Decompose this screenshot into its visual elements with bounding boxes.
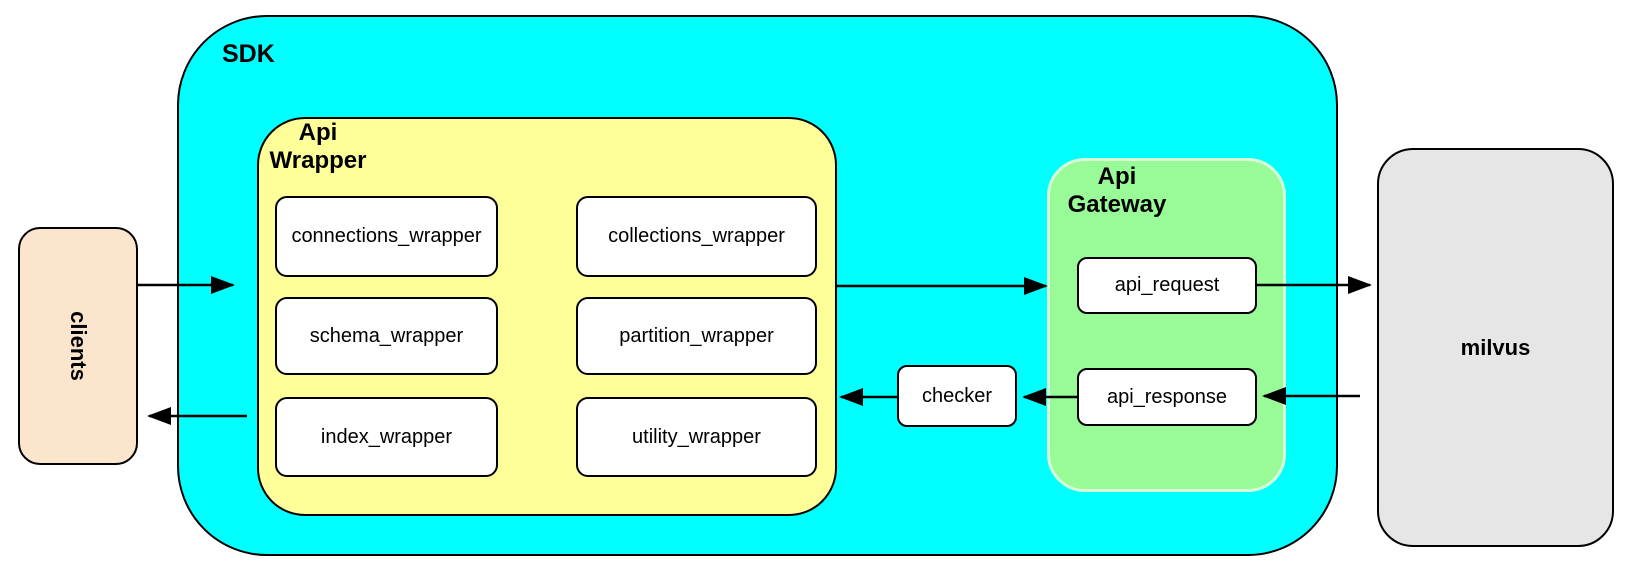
wrapper-box-index: index_wrapper [275, 397, 498, 477]
wrapper-box-utility: utility_wrapper [576, 397, 817, 477]
api-gateway-container [1047, 158, 1286, 492]
wrapper-box-collections: collections_wrapper [576, 196, 817, 277]
clients-node: clients [18, 227, 138, 465]
api-gateway-label: Api Gateway [1067, 163, 1167, 218]
checker-node: checker [897, 365, 1017, 427]
milvus-node: milvus [1377, 148, 1614, 547]
wrapper-box-schema: schema_wrapper [275, 297, 498, 375]
wrapper-box-connections: connections_wrapper [275, 196, 498, 277]
clients-label: clients [65, 311, 91, 381]
api-wrapper-label: Api Wrapper [269, 119, 367, 174]
api-request-node: api_request [1077, 257, 1257, 314]
api-response-node: api_response [1077, 368, 1257, 426]
wrapper-box-partition: partition_wrapper [576, 297, 817, 375]
sdk-label: SDK [222, 40, 275, 68]
